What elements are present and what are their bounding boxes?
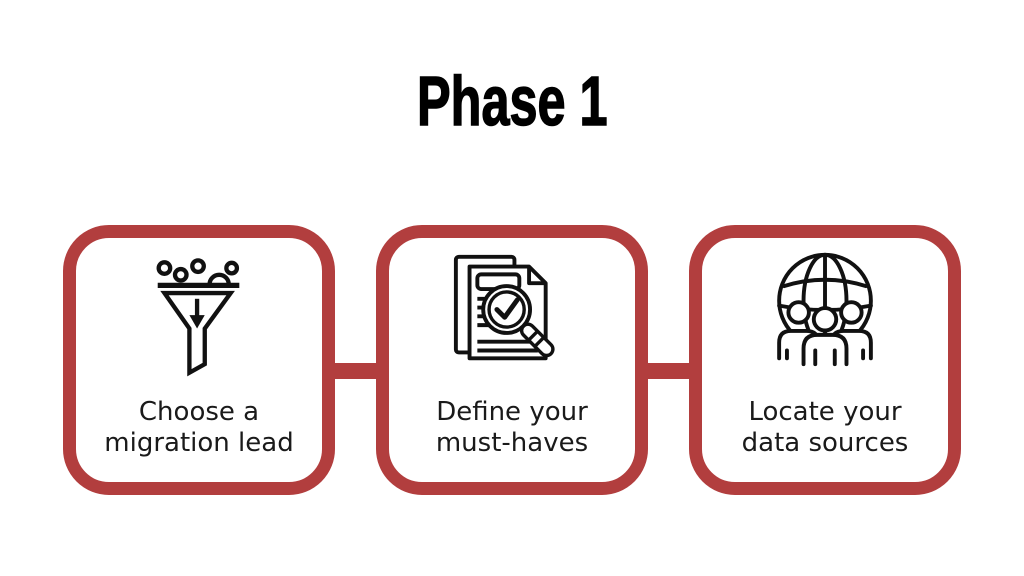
page-title: Phase 1: [0, 62, 1024, 140]
connector-card2-card3: [641, 363, 697, 379]
connector-card1-card2: [328, 363, 384, 379]
step-card-define-must-haves: Define your must-haves: [376, 225, 648, 495]
globe-team-icon: [702, 249, 948, 371]
card-label: Define your must-haves: [383, 397, 641, 459]
funnel-icon: [76, 253, 322, 383]
card-label: Choose a migration lead: [70, 397, 328, 459]
card-label-line1: Define your: [436, 397, 588, 427]
card-label-line2: must-haves: [435, 428, 589, 458]
card-label-line1: Locate your: [748, 397, 902, 427]
page-title-text: Phase 1: [416, 62, 608, 140]
card-label: Locate your data sources: [696, 397, 954, 459]
card-label-line2: migration lead: [104, 428, 294, 458]
document-search-icon: [389, 249, 635, 371]
funnel-icon-svg: [156, 258, 240, 377]
document-search-icon-svg: [453, 254, 555, 361]
step-card-choose-migration-lead: Choose a migration lead: [63, 225, 335, 495]
card-label-line1: Choose a: [138, 397, 260, 427]
card-label-line2: data sources: [741, 428, 909, 458]
step-card-locate-data-sources: Locate your data sources: [689, 225, 961, 495]
globe-team-icon-svg: [776, 252, 873, 367]
